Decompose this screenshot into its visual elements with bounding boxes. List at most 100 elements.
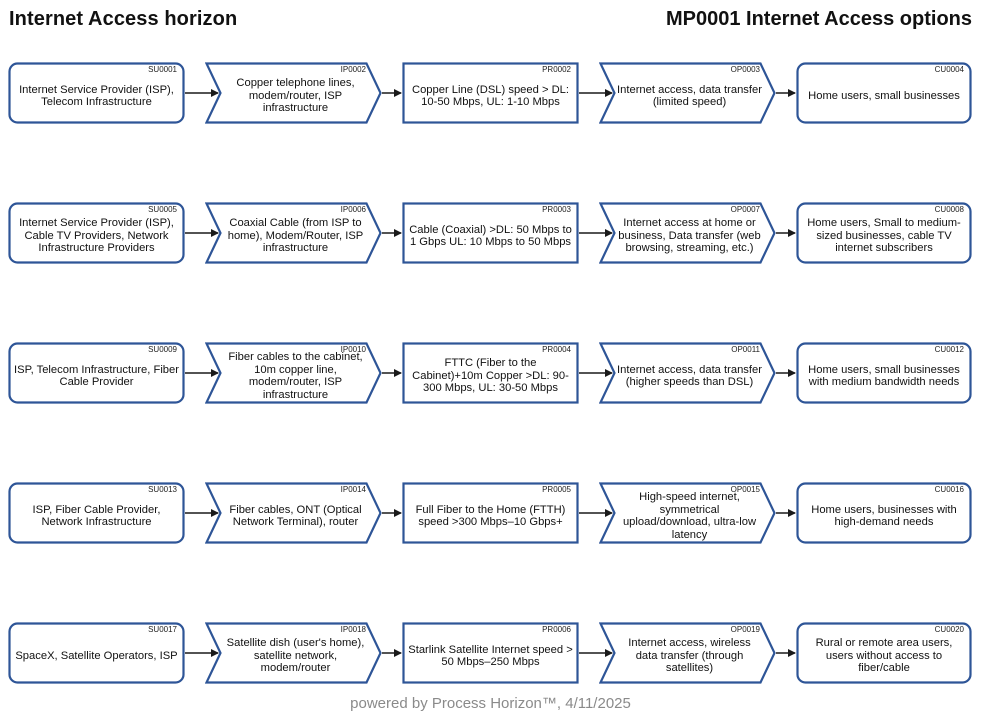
- process-code: PR0003: [542, 205, 571, 214]
- input-code: IP0002: [340, 65, 366, 74]
- input-text: Fiber cables, ONT (Optical Network Termi…: [229, 503, 362, 529]
- supplier-code: SU0017: [148, 625, 177, 634]
- process-shape: [402, 482, 579, 544]
- input-shape: [205, 202, 382, 264]
- output-code: OP0019: [730, 625, 760, 634]
- input-shape: [205, 622, 382, 684]
- customer-text: Home users, businesses with high-demand …: [811, 503, 957, 529]
- input-shape: [205, 62, 382, 124]
- process-text: Full Fiber to the Home (FTTH) speed >300…: [415, 503, 566, 529]
- supplier-shape: [8, 342, 185, 404]
- customer-text: Home users, small businesses: [808, 89, 960, 102]
- supplier-text: Internet Service Provider (ISP), Telecom…: [19, 83, 174, 109]
- input-code: IP0018: [340, 625, 366, 634]
- process-code: PR0002: [542, 65, 571, 74]
- supplier-text: Internet Service Provider (ISP), Cable T…: [19, 217, 174, 255]
- output-text: Internet access at home or business, Dat…: [618, 217, 761, 255]
- supplier-shape: [8, 622, 185, 684]
- input-text: Satellite dish (user's home), satellite …: [226, 637, 365, 675]
- input-text: Copper telephone lines, modem/router, IS…: [236, 77, 355, 115]
- customer-text: Rural or remote area users, users withou…: [815, 637, 953, 675]
- output-shape: [599, 342, 776, 404]
- output-shape: [599, 482, 776, 544]
- diagram-title: Internet Access horizon: [9, 8, 238, 30]
- output-shape: [599, 202, 776, 264]
- supplier-code: SU0005: [148, 205, 177, 214]
- supplier-shape: [8, 202, 185, 264]
- customer-shape: [796, 342, 972, 404]
- map-title: MP0001 Internet Access options: [665, 8, 972, 30]
- output-text: Internet access, data transfer (limited …: [617, 83, 762, 109]
- customer-code: CU0016: [934, 485, 964, 494]
- supplier-shape: [8, 482, 185, 544]
- output-text: Internet access, wireless data transfer …: [628, 637, 751, 675]
- output-text: Internet access, data transfer (higher s…: [617, 363, 762, 389]
- output-code: OP0011: [731, 345, 760, 354]
- supplier-text: SpaceX, Satellite Operators, ISP: [15, 649, 178, 662]
- process-shape: [402, 622, 579, 684]
- customer-shape: [796, 62, 972, 124]
- process-shape: [402, 62, 579, 124]
- input-text: Fiber cables to the cabinet, 10m copper …: [228, 351, 363, 401]
- supplier-text: ISP, Telecom Infrastructure, Fiber Cable…: [14, 363, 179, 389]
- supplier-shape: [8, 62, 185, 124]
- process-shape: [402, 202, 579, 264]
- footer-credit: powered by Process Horizon™, 4/11/2025: [350, 695, 631, 712]
- supplier-text: ISP, Fiber Cable Provider, Network Infra…: [32, 503, 161, 529]
- output-code: OP0003: [730, 65, 760, 74]
- supplier-code: SU0009: [148, 345, 177, 354]
- output-text: High-speed internet, symmetrical upload/…: [622, 491, 757, 541]
- customer-code: CU0004: [934, 65, 964, 74]
- output-shape: [599, 622, 776, 684]
- input-shape: [205, 342, 382, 404]
- customer-code: CU0008: [934, 205, 964, 214]
- output-code: OP0015: [730, 485, 760, 494]
- input-code: IP0014: [340, 485, 366, 494]
- process-text: Starlink Satellite Internet speed > 50 M…: [408, 643, 573, 669]
- input-code: IP0010: [340, 345, 366, 354]
- process-code: PR0004: [542, 345, 571, 354]
- customer-code: CU0012: [934, 345, 964, 354]
- input-text: Coaxial Cable (from ISP to home), Modem/…: [227, 217, 364, 255]
- process-text: Copper Line (DSL) speed > DL: 10-50 Mbps…: [411, 83, 570, 109]
- customer-shape: [796, 482, 972, 544]
- supplier-code: SU0001: [148, 65, 177, 74]
- process-text: FTTC (Fiber to the Cabinet)+10m Copper >…: [412, 357, 569, 395]
- output-code: OP0007: [730, 205, 760, 214]
- customer-code: CU0020: [934, 625, 964, 634]
- input-code: IP0006: [340, 205, 366, 214]
- process-code: PR0006: [542, 625, 571, 634]
- supplier-code: SU0013: [148, 485, 177, 494]
- customer-shape: [796, 202, 972, 264]
- input-shape: [205, 482, 382, 544]
- customer-text: Home users, Small to medium-sized busine…: [807, 217, 961, 255]
- customer-shape: [796, 622, 972, 684]
- output-shape: [599, 62, 776, 124]
